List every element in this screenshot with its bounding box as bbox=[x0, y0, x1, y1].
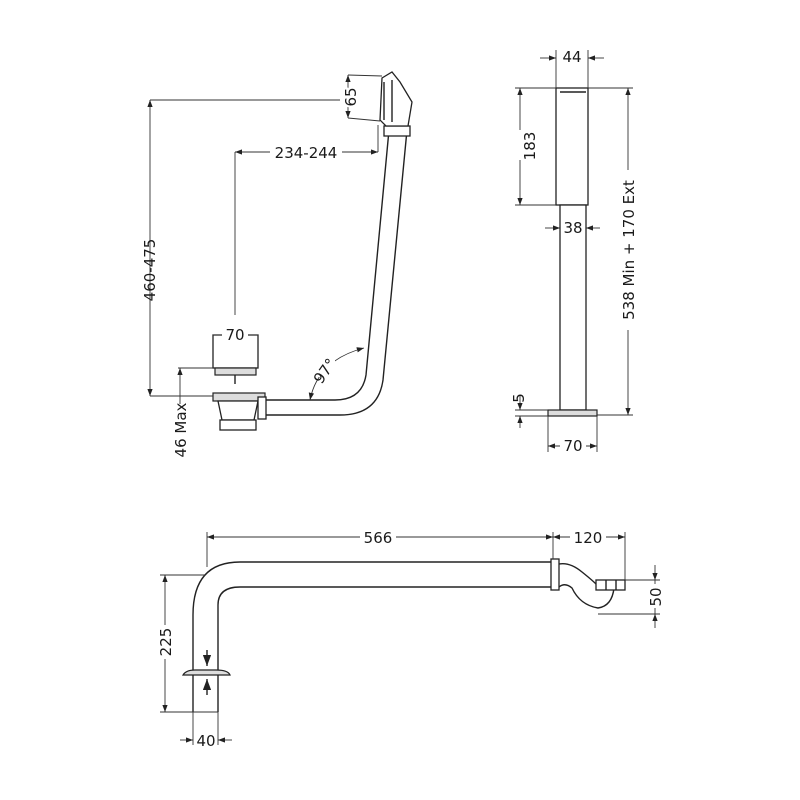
plan-pipe-inner bbox=[217, 586, 553, 712]
dim-plate-width: 70 bbox=[563, 437, 582, 455]
dim-pipe-width: 40 bbox=[196, 732, 215, 750]
dim-depth-max: 46 Max bbox=[172, 402, 190, 457]
dim-overflow-size: 65 bbox=[342, 87, 360, 106]
dim-length: 566 bbox=[364, 529, 393, 547]
waste-body bbox=[217, 400, 259, 421]
plan-trap-outlet bbox=[595, 579, 626, 591]
waste-flange bbox=[212, 392, 266, 402]
dim-total-height: 538 Min + 170 Ext bbox=[620, 180, 638, 320]
dim-offset-range: 234-244 bbox=[275, 144, 338, 162]
plug-rim bbox=[214, 367, 257, 376]
overflow-pipe bbox=[559, 204, 587, 411]
plan-view: 566 120 50 225 40 bbox=[157, 528, 665, 750]
dim-height-range: 460-475 bbox=[141, 239, 159, 302]
dim-pipe-width: 38 bbox=[563, 219, 582, 237]
overflow-base-plate bbox=[547, 409, 598, 417]
dim-waste-width: 70 bbox=[225, 326, 244, 344]
dim-trap-length: 120 bbox=[574, 529, 603, 547]
plan-trap bbox=[558, 562, 615, 609]
plan-nut bbox=[550, 558, 560, 591]
waste-nut bbox=[219, 419, 257, 431]
overflow-nut bbox=[383, 125, 411, 137]
overflow-upper-tube bbox=[555, 87, 589, 206]
dim-drop-height: 225 bbox=[157, 628, 175, 657]
waste-pipe-outer bbox=[265, 129, 408, 416]
dim-plate-thickness: 5 bbox=[510, 393, 528, 403]
plan-flange bbox=[181, 669, 231, 676]
overflow-front-view: 44 183 38 538 Min + 170 Ext 5 70 bbox=[510, 48, 638, 455]
side-view: 460-475 65 234-244 70 46 Max 97° bbox=[141, 71, 413, 457]
plan-pipe-outer bbox=[192, 561, 553, 712]
dim-top-width: 44 bbox=[562, 48, 581, 66]
dim-upper-height: 183 bbox=[521, 132, 539, 161]
overflow-head bbox=[379, 71, 413, 127]
dim-trap-height: 50 bbox=[647, 587, 665, 606]
